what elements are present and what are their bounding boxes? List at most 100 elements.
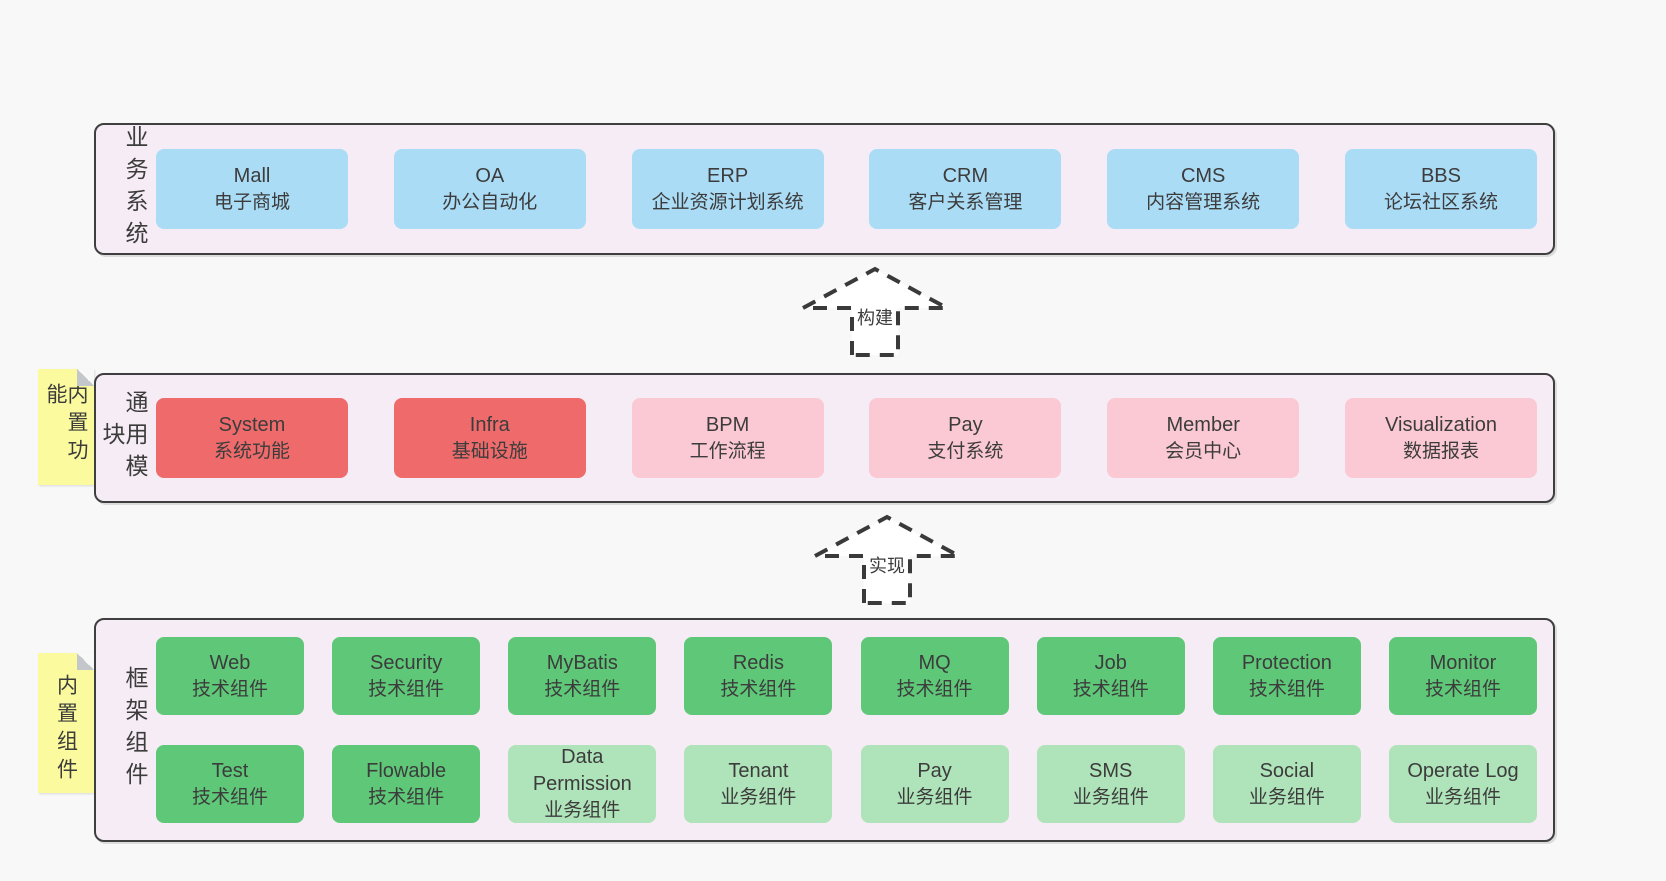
box-subtitle: 技术组件 bbox=[1248, 678, 1325, 700]
box-pay-module: Pay 支付系统 bbox=[869, 398, 1062, 478]
box-subtitle: 数据报表 bbox=[1402, 440, 1479, 462]
box-erp: ERP 企业资源计划系统 bbox=[631, 149, 824, 229]
box-subtitle: 论坛社区系统 bbox=[1383, 191, 1498, 213]
box-subtitle: 技术组件 bbox=[896, 678, 973, 700]
box-subtitle: 系统功能 bbox=[213, 440, 290, 462]
box-monitor: Monitor 技术组件 bbox=[1388, 637, 1537, 715]
box-mq: MQ 技术组件 bbox=[860, 637, 1009, 715]
box-subtitle: 技术组件 bbox=[1424, 678, 1501, 700]
box-subtitle: 会员中心 bbox=[1165, 440, 1242, 462]
sticky-text: 内置功能 bbox=[44, 383, 88, 467]
box-subtitle: 技术组件 bbox=[1072, 678, 1149, 700]
box-title: Protection bbox=[1241, 651, 1332, 674]
box-member: Member 会员中心 bbox=[1107, 398, 1300, 478]
box-title: Visualization bbox=[1385, 413, 1497, 436]
box-title: Data Permission bbox=[532, 746, 632, 796]
box-subtitle: 工作流程 bbox=[689, 440, 766, 462]
box-title: Mall bbox=[233, 164, 271, 187]
box-title: ERP bbox=[707, 164, 749, 187]
box-subtitle: 业务组件 bbox=[720, 786, 797, 808]
box-title: Monitor bbox=[1429, 651, 1497, 674]
box-title: MQ bbox=[918, 651, 951, 674]
box-title: CRM bbox=[942, 164, 989, 187]
box-title: Tenant bbox=[728, 759, 789, 782]
box-title: Pay bbox=[917, 759, 952, 782]
arrow-implement: 实现 bbox=[812, 514, 962, 606]
box-security: Security 技术组件 bbox=[332, 637, 481, 715]
box-system: System 系统功能 bbox=[156, 398, 348, 478]
box-title: SMS bbox=[1089, 759, 1133, 782]
band-common-modules: 通用模块 System 系统功能 Infra 基础设施 BPM 工作流程 Pay… bbox=[94, 373, 1555, 503]
box-title: Member bbox=[1166, 413, 1240, 436]
box-job: Job 技术组件 bbox=[1036, 637, 1185, 715]
sticky-text: 内置组件 bbox=[54, 674, 78, 786]
box-test: Test 技术组件 bbox=[156, 745, 304, 823]
box-subtitle: 业务组件 bbox=[1248, 786, 1325, 808]
box-subtitle: 业务组件 bbox=[1072, 786, 1149, 808]
box-title: MyBatis bbox=[546, 651, 618, 674]
arrow-build: 构建 bbox=[800, 266, 950, 358]
box-web: Web 技术组件 bbox=[156, 637, 304, 715]
folded-corner-icon bbox=[77, 369, 94, 386]
box-title: Pay bbox=[948, 413, 983, 436]
box-title: Job bbox=[1094, 651, 1127, 674]
box-subtitle: 内容管理系统 bbox=[1146, 191, 1261, 213]
box-flowable: Flowable 技术组件 bbox=[332, 745, 481, 823]
box-oa: OA 办公自动化 bbox=[393, 149, 586, 229]
band-business-systems-label: 业务系统 bbox=[122, 125, 148, 253]
box-infra: Infra 基础设施 bbox=[393, 398, 586, 478]
business-systems-boxes: Mall 电子商城 OA 办公自动化 ERP 企业资源计划系统 CRM 客户关系… bbox=[146, 149, 1553, 229]
box-subtitle: 支付系统 bbox=[927, 440, 1004, 462]
box-subtitle: 技术组件 bbox=[368, 678, 445, 700]
box-title: Flowable bbox=[366, 759, 447, 782]
box-data-permission: Data Permission 业务组件 bbox=[508, 745, 657, 823]
band-framework-components: 框架组件 Web 技术组件 Security 技术组件 MyBatis 技术组件… bbox=[94, 618, 1555, 842]
box-redis: Redis 技术组件 bbox=[684, 637, 833, 715]
box-pay-component: Pay 业务组件 bbox=[860, 745, 1009, 823]
framework-components-row-1: Web 技术组件 Security 技术组件 MyBatis 技术组件 Redi… bbox=[156, 637, 1537, 715]
box-mybatis: MyBatis 技术组件 bbox=[508, 637, 657, 715]
common-modules-boxes: System 系统功能 Infra 基础设施 BPM 工作流程 Pay 支付系统… bbox=[146, 398, 1553, 478]
box-subtitle: 技术组件 bbox=[191, 786, 268, 808]
box-operate-log: Operate Log 业务组件 bbox=[1388, 745, 1537, 823]
framework-components-row-2: Test 技术组件 Flowable 技术组件 Data Permission … bbox=[156, 745, 1537, 823]
box-cms: CMS 内容管理系统 bbox=[1107, 149, 1300, 229]
box-subtitle: 电子商城 bbox=[213, 191, 290, 213]
box-social: Social 业务组件 bbox=[1212, 745, 1361, 823]
box-subtitle: 业务组件 bbox=[896, 786, 973, 808]
framework-components-rows: Web 技术组件 Security 技术组件 MyBatis 技术组件 Redi… bbox=[146, 637, 1553, 823]
band-business-systems: 业务系统 Mall 电子商城 OA 办公自动化 ERP 企业资源计划系统 CRM… bbox=[94, 123, 1555, 255]
band-common-modules-label: 通用模块 bbox=[99, 390, 148, 486]
box-title: CMS bbox=[1180, 164, 1226, 187]
box-crm: CRM 客户关系管理 bbox=[869, 149, 1062, 229]
box-subtitle: 企业资源计划系统 bbox=[651, 191, 804, 213]
box-bpm: BPM 工作流程 bbox=[631, 398, 824, 478]
box-bbs: BBS 论坛社区系统 bbox=[1344, 149, 1537, 229]
box-title: Social bbox=[1259, 759, 1315, 782]
box-subtitle: 业务组件 bbox=[544, 800, 621, 822]
band-framework-components-label: 框架组件 bbox=[122, 666, 148, 794]
box-title: Web bbox=[209, 651, 251, 674]
box-title: Security bbox=[370, 651, 443, 674]
arrow-implement-label: 实现 bbox=[866, 552, 908, 578]
box-subtitle: 办公自动化 bbox=[442, 191, 538, 213]
box-mall: Mall 电子商城 bbox=[156, 149, 348, 229]
box-title: Test bbox=[211, 759, 249, 782]
box-title: Redis bbox=[732, 651, 784, 674]
arrow-build-label: 构建 bbox=[854, 304, 896, 330]
sticky-built-in-features: 内置功能 bbox=[38, 369, 94, 485]
box-title: Infra bbox=[469, 413, 510, 436]
box-subtitle: 技术组件 bbox=[720, 678, 797, 700]
box-subtitle: 基础设施 bbox=[451, 440, 528, 462]
box-title: Operate Log bbox=[1407, 759, 1519, 782]
box-title: BPM bbox=[705, 413, 750, 436]
box-visualization: Visualization 数据报表 bbox=[1344, 398, 1537, 478]
box-title: OA bbox=[475, 164, 505, 187]
box-title: System bbox=[218, 413, 286, 436]
box-title: BBS bbox=[1420, 164, 1461, 187]
sticky-built-in-components: 内置组件 bbox=[38, 653, 94, 793]
box-protection: Protection 技术组件 bbox=[1212, 637, 1361, 715]
folded-corner-icon bbox=[77, 653, 94, 670]
box-subtitle: 客户关系管理 bbox=[908, 191, 1023, 213]
box-subtitle: 技术组件 bbox=[191, 678, 268, 700]
